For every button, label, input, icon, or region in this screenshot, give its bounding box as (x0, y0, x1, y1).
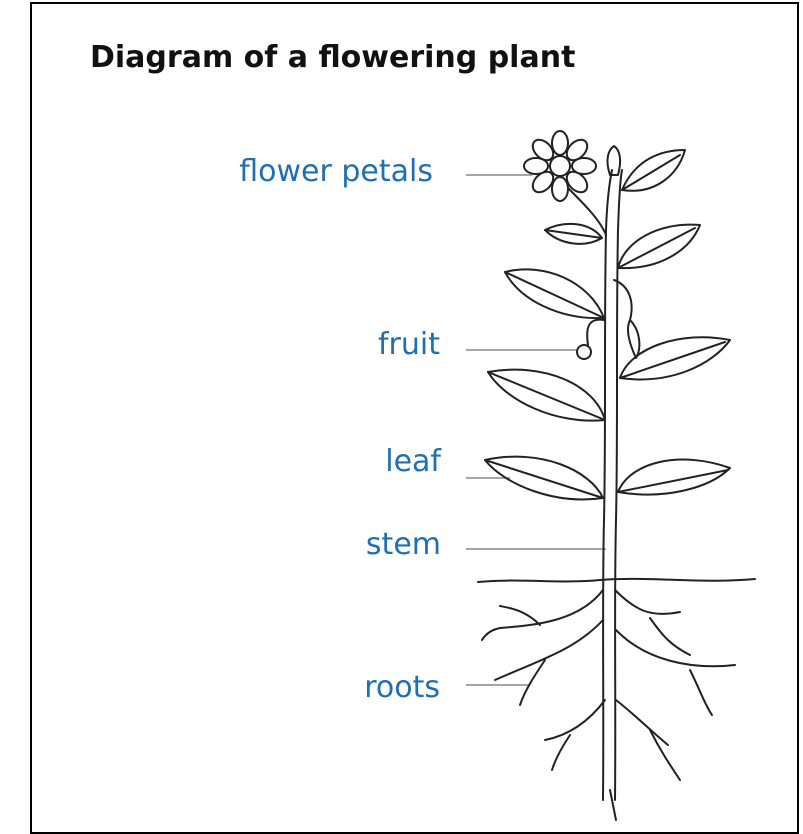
flower-bud (607, 146, 620, 175)
flower-head (524, 131, 606, 235)
ground-line (478, 579, 755, 582)
fruit (577, 345, 591, 359)
stem (603, 170, 612, 800)
roots (482, 590, 735, 820)
fruit-stalk (587, 320, 604, 345)
